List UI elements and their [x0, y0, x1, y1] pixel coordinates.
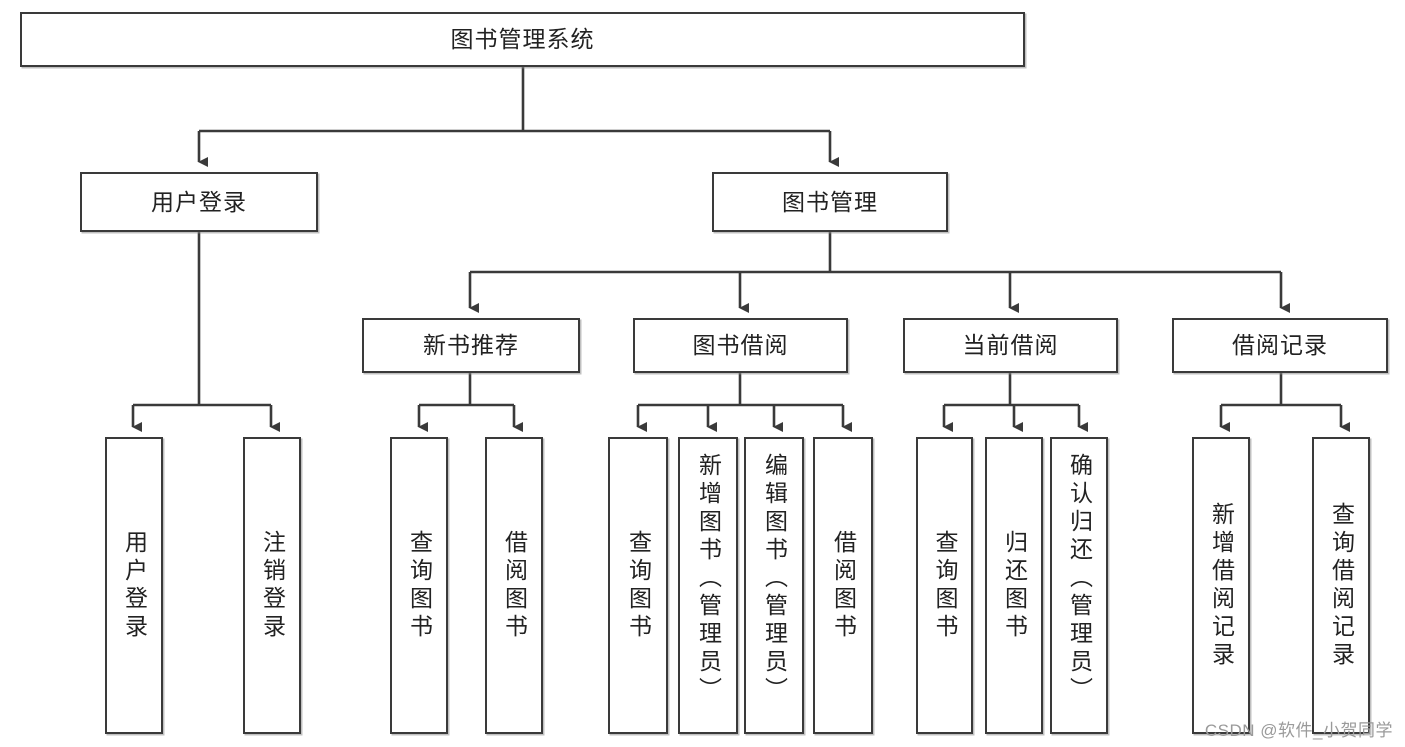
leaf-edit-book-admin[interactable]: 编辑图书（管理员）	[744, 437, 804, 734]
leaf-confirm-return-admin[interactable]: 确认归还（管理员）	[1050, 437, 1108, 734]
leaf-borrow-book-recommend[interactable]: 借阅图书	[485, 437, 543, 734]
node-label: 借阅图书	[501, 529, 528, 642]
node-label: 用户登录	[121, 529, 148, 642]
node-label: 编辑图书（管理员）	[761, 453, 788, 705]
leaf-query-book-current[interactable]: 查询图书	[916, 437, 973, 734]
leaf-add-borrow-record[interactable]: 新增借阅记录	[1192, 437, 1250, 734]
node-borrow-record[interactable]: 借阅记录	[1172, 318, 1388, 373]
leaf-user-login[interactable]: 用户登录	[105, 437, 163, 734]
node-label: 新增借阅记录	[1208, 501, 1235, 670]
node-label: 新增图书（管理员）	[695, 453, 722, 705]
leaf-add-book-admin[interactable]: 新增图书（管理员）	[678, 437, 738, 734]
node-label: 图书管理系统	[450, 26, 595, 53]
csdn-watermark: CSDN @软件_小贺同学	[1204, 721, 1393, 740]
node-label: 借阅图书	[830, 529, 857, 642]
node-label: 查询图书	[625, 529, 652, 642]
leaf-borrow-book[interactable]: 借阅图书	[813, 437, 873, 734]
node-label: 当前借阅	[962, 332, 1059, 359]
node-label: 查询图书	[932, 529, 958, 642]
node-label: 用户登录	[151, 188, 247, 215]
node-label: 归还图书	[1001, 529, 1028, 642]
leaf-query-book-borrow[interactable]: 查询图书	[608, 437, 668, 734]
node-new-book-recommend[interactable]: 新书推荐	[362, 318, 580, 373]
node-label: 查询图书	[406, 529, 433, 642]
node-label: 图书管理	[782, 188, 878, 215]
leaf-logout[interactable]: 注销登录	[243, 437, 301, 734]
node-root-system[interactable]: 图书管理系统	[20, 12, 1025, 67]
node-label: 确认归还（管理员）	[1066, 453, 1093, 705]
node-book-borrow[interactable]: 图书借阅	[633, 318, 848, 373]
leaf-query-borrow-record[interactable]: 查询借阅记录	[1312, 437, 1370, 734]
node-book-management[interactable]: 图书管理	[712, 172, 948, 232]
leaf-query-book-recommend[interactable]: 查询图书	[390, 437, 448, 734]
node-user-login[interactable]: 用户登录	[80, 172, 318, 232]
node-label: 图书借阅	[692, 332, 789, 359]
node-current-borrow[interactable]: 当前借阅	[903, 318, 1118, 373]
leaf-return-book[interactable]: 归还图书	[985, 437, 1043, 734]
node-label: 注销登录	[259, 529, 286, 642]
node-label: 查询借阅记录	[1328, 501, 1355, 670]
node-label: 借阅记录	[1232, 332, 1328, 359]
node-label: 新书推荐	[423, 332, 519, 359]
